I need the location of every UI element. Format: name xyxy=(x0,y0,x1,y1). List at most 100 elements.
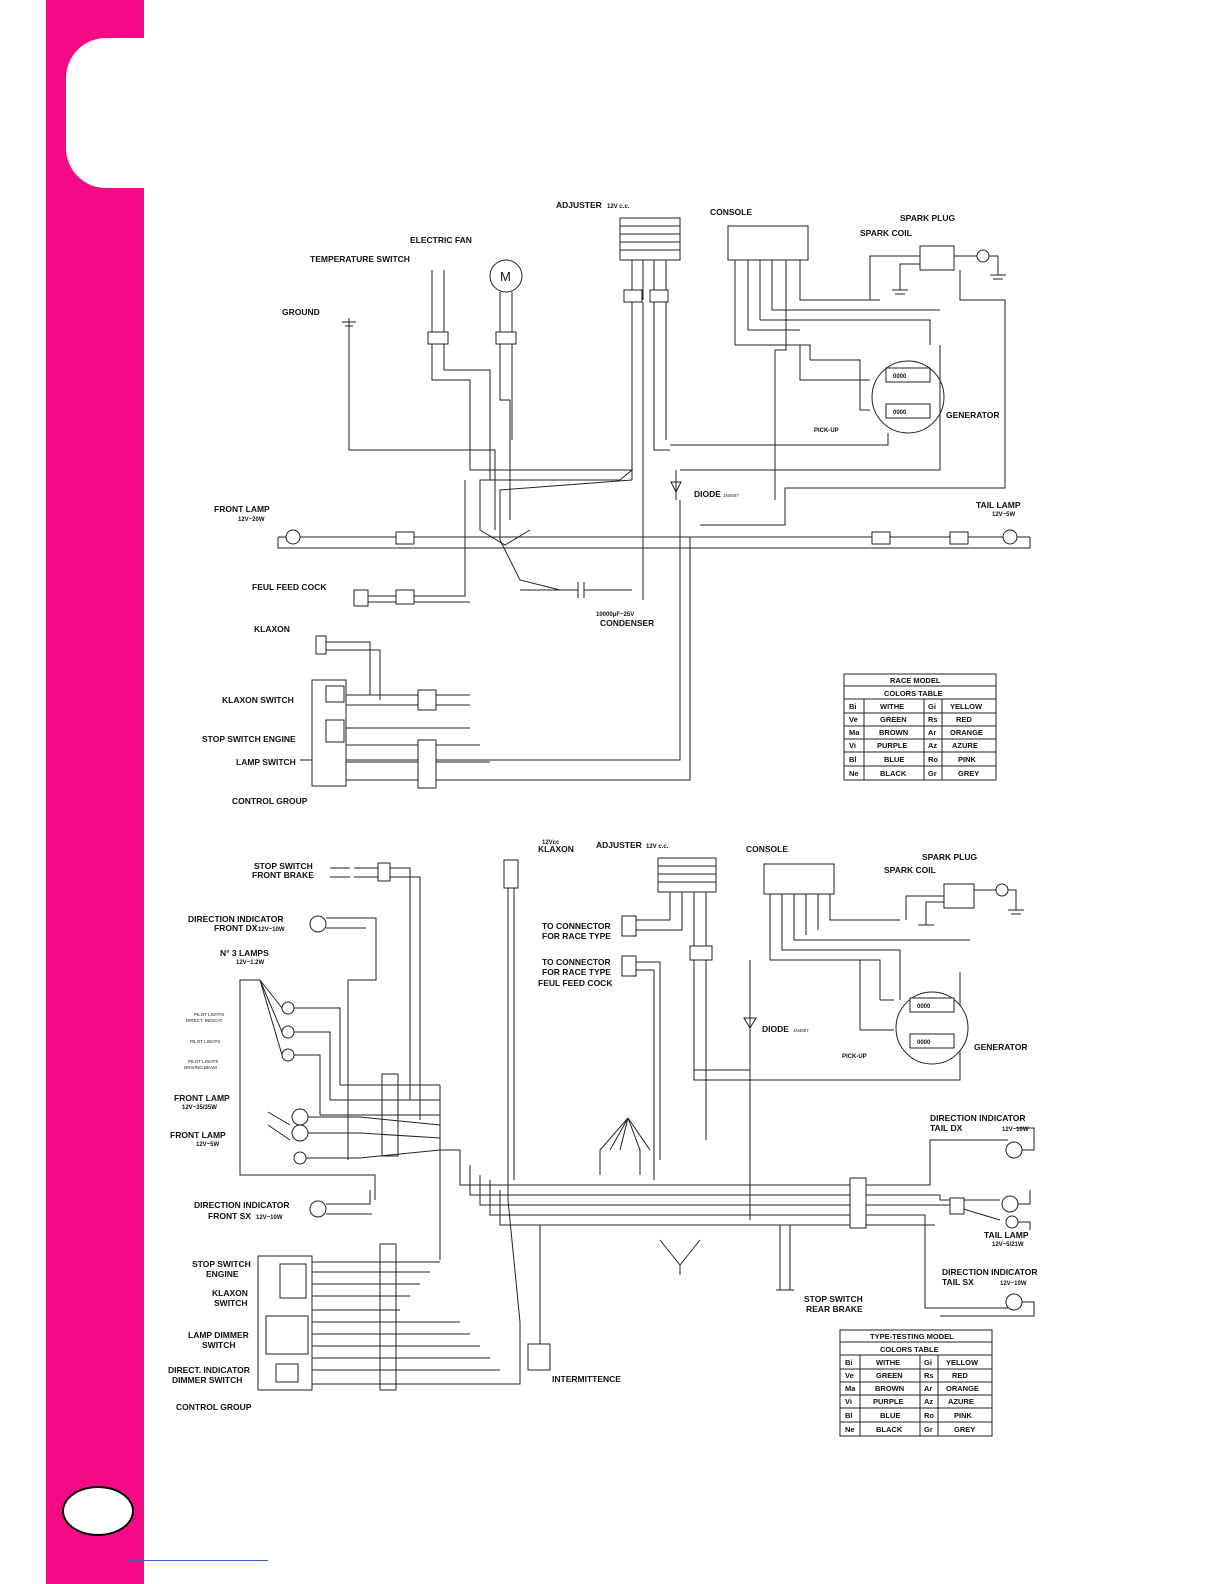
klaxon-label-bottom: KLAXON xyxy=(538,844,574,854)
electric-fan-icon xyxy=(489,259,523,293)
svg-text:GREEN: GREEN xyxy=(876,1371,903,1380)
svg-text:Ne: Ne xyxy=(845,1425,855,1434)
svg-text:WITHE: WITHE xyxy=(880,702,904,711)
pilot-driving-beam-icon xyxy=(281,1048,295,1062)
temperature-switch-label: TEMPERATURE SWITCH xyxy=(310,254,410,264)
svg-text:Ve: Ve xyxy=(849,715,858,724)
svg-text:0000: 0000 xyxy=(893,410,907,416)
race-table-subtitle: COLORS TABLE xyxy=(884,689,943,698)
svg-text:Ar: Ar xyxy=(928,728,936,737)
spark-coil-label: SPARK COIL xyxy=(860,228,912,238)
dir-tail-sx-spec: 12V~10W xyxy=(1000,1281,1027,1287)
svg-text:WITHE: WITHE xyxy=(876,1358,900,1367)
front-lamp-spec: 12V~20W xyxy=(238,517,265,523)
svg-text:RED: RED xyxy=(952,1371,968,1380)
testing-table-title: TYPE-TESTING MODEL xyxy=(870,1332,954,1341)
klaxon-spec-bottom: 12Vcc xyxy=(542,840,560,846)
stop-switch-front-brake-label-2: FRONT BRAKE xyxy=(252,870,314,880)
svg-text:PURPLE: PURPLE xyxy=(873,1397,903,1406)
klaxon-switch-label-bottom-1: KLAXON xyxy=(212,1288,248,1298)
testing-table-row: Bi WITHE Gi YELLOW xyxy=(845,1358,979,1367)
n3-lamps-spec: 12V~1.2W xyxy=(236,960,265,966)
dir-indicator-front-sx-icon xyxy=(309,1200,327,1218)
stop-switch-engine-label: STOP SWITCH ENGINE xyxy=(202,734,296,744)
svg-text:AZURE: AZURE xyxy=(948,1397,974,1406)
spark-plug-label-bottom: SPARK PLUG xyxy=(922,852,977,862)
side-color-band xyxy=(46,0,144,1584)
control-group-label: CONTROL GROUP xyxy=(232,796,308,806)
rear-connector-block xyxy=(849,1177,867,1229)
generator-label-bottom: GENERATOR xyxy=(974,1042,1028,1052)
pilot-drv-label-1: PILOT LIGHTS xyxy=(188,1059,218,1064)
fuel-feed-cock-label: FEUL FEED COCK xyxy=(252,582,327,592)
pilot-label: PILOT LIGHTS xyxy=(190,1039,220,1044)
lamp-dimmer-label-2: SWITCH xyxy=(202,1340,236,1350)
pilot-light-icon xyxy=(281,1025,295,1039)
svg-text:YELLOW: YELLOW xyxy=(950,702,983,711)
tail-lamp-label: TAIL LAMP xyxy=(976,500,1021,510)
svg-text:YELLOW: YELLOW xyxy=(946,1358,979,1367)
svg-text:Gi: Gi xyxy=(924,1358,932,1367)
to-connector-b-label-2: FOR RACE TYPE xyxy=(542,967,611,977)
svg-text:Ma: Ma xyxy=(849,728,860,737)
tail-lamp-spec-bottom: 12V~5/21W xyxy=(992,1242,1024,1248)
diode-label-bottom: DIODE xyxy=(762,1024,789,1034)
race-table-title: RACE MODEL xyxy=(890,676,941,685)
pickup-label: PICK-UP xyxy=(814,428,839,434)
klaxon-icon-bottom xyxy=(503,859,519,889)
svg-text:Rs: Rs xyxy=(928,715,938,724)
dir-front-dx-label-2: FRONT DX xyxy=(214,923,258,933)
svg-text:Bi: Bi xyxy=(845,1358,853,1367)
svg-text:ORANGE: ORANGE xyxy=(950,728,983,737)
generator-label: GENERATOR xyxy=(946,410,1000,420)
svg-text:Rs: Rs xyxy=(924,1371,934,1380)
pilot-dir-label-1: PILOT LIGHTS xyxy=(194,1012,224,1017)
svg-text:Ro: Ro xyxy=(924,1411,934,1420)
pilot-drv-label-2: DRIVING BEAM xyxy=(184,1065,217,1070)
dir-tail-dx-spec: 12V~10W xyxy=(1002,1127,1029,1133)
pickup-label-bottom: PICK-UP xyxy=(842,1054,867,1060)
svg-text:BLUE: BLUE xyxy=(884,755,904,764)
svg-text:BLUE: BLUE xyxy=(880,1411,900,1420)
svg-text:0000: 0000 xyxy=(917,1004,931,1010)
svg-text:0000: 0000 xyxy=(893,374,907,380)
dir-dimmer-label-2: DIMMER SWITCH xyxy=(172,1375,242,1385)
svg-text:Bl: Bl xyxy=(845,1411,853,1420)
spark-plug-label: SPARK PLUG xyxy=(900,213,955,223)
svg-text:BLACK: BLACK xyxy=(880,769,907,778)
svg-text:Gr: Gr xyxy=(928,769,937,778)
lamp-switch-label: LAMP SWITCH xyxy=(236,757,296,767)
front-lamp-label: FRONT LAMP xyxy=(214,504,270,514)
spark-coil-label-bottom: SPARK COIL xyxy=(884,865,936,875)
console-block-bottom xyxy=(763,863,835,895)
diode-spec-bottom: 1N4007 xyxy=(793,1028,809,1033)
front-lamp-b-label: FRONT LAMP xyxy=(170,1130,226,1140)
testing-table-row: Bl BLUE Ro PINK xyxy=(845,1411,973,1420)
front-lamp-a-icon xyxy=(291,1108,309,1126)
adjuster-label-bottom: ADJUSTER xyxy=(596,840,642,850)
condenser-spec: 10000μF~25V xyxy=(596,612,634,618)
adjuster-block-bottom xyxy=(657,857,717,893)
svg-text:0000: 0000 xyxy=(917,1040,931,1046)
electric-fan-label: ELECTRIC FAN xyxy=(410,235,472,245)
adjuster-spec: 12V c.c. xyxy=(607,204,630,210)
condenser-label: CONDENSER xyxy=(600,618,654,628)
svg-text:RED: RED xyxy=(956,715,972,724)
svg-text:Vi: Vi xyxy=(845,1397,852,1406)
console-label-bottom: CONSOLE xyxy=(746,844,788,854)
control-group-label-bottom: CONTROL GROUP xyxy=(176,1402,252,1412)
svg-text:BLACK: BLACK xyxy=(876,1425,903,1434)
svg-text:PINK: PINK xyxy=(954,1411,973,1420)
svg-text:Ne: Ne xyxy=(849,769,859,778)
to-connector-label-1: TO CONNECTOR xyxy=(542,921,611,931)
footer-rule xyxy=(128,1560,268,1561)
console-block xyxy=(727,225,809,261)
svg-text:ORANGE: ORANGE xyxy=(946,1384,979,1393)
dir-front-sx-label-1: DIRECTION INDICATOR xyxy=(194,1200,290,1210)
svg-text:Ar: Ar xyxy=(924,1384,932,1393)
adjuster-spec-bottom: 12V c.c. xyxy=(646,844,669,850)
spark-plug-icon-bottom xyxy=(995,883,1009,897)
